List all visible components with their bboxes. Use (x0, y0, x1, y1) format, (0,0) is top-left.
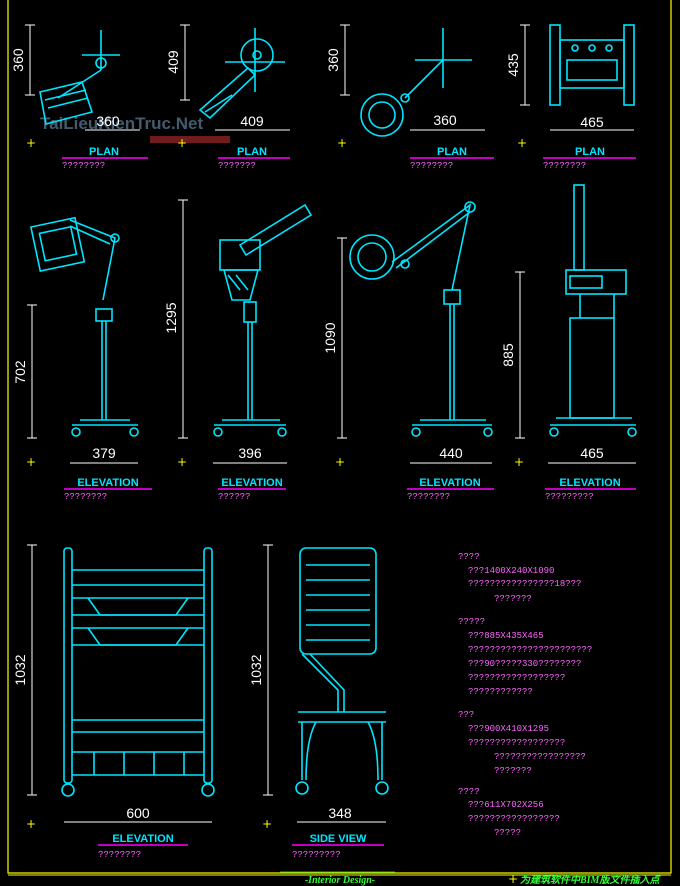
note-line: ??? (458, 710, 474, 720)
plan-4-height-dimension: 435 (505, 53, 521, 77)
elevation-3-caption: ELEVATION (419, 477, 480, 489)
notes-block: ???? ???1400X240X1090 ????????????????18… (458, 552, 592, 838)
note-line: ???90?????330???????? (468, 659, 581, 669)
side-view-insert-marker: + (262, 817, 272, 831)
elevation-2-width-dimension: 396 (238, 445, 262, 461)
elevation-4-width-dimension: 465 (580, 445, 604, 461)
elevation-5-caption: ELEVATION (112, 833, 173, 845)
plan-view-2-drawing (198, 28, 285, 120)
watermark: TaiLieuKienTruc.Net (40, 114, 203, 133)
elevation-2-insert-marker: + (177, 455, 187, 469)
elevation-3-width-dimension: 440 (439, 445, 463, 461)
elevation-1-insert-marker: + (26, 455, 36, 469)
side-view-width-dimension: 348 (328, 805, 352, 821)
footer-right-note: 为建筑软件中BIM版文件插入点 (520, 874, 661, 886)
elevation-2-caption: ELEVATION (221, 477, 282, 489)
elevation-1-width-dimension: 379 (92, 445, 116, 461)
elevation-2-height-dimension: 1295 (163, 302, 179, 333)
plan-3-subtitle: ???????? (410, 161, 453, 171)
elevation-4-subtitle: ????????? (545, 492, 594, 502)
elevation-dimension-lines (27, 199, 636, 464)
elevation-1-caption: ELEVATION (77, 477, 138, 489)
plan-2-insert-marker: + (177, 136, 187, 150)
note-line: ??????? (494, 594, 532, 604)
elevation-view-1-drawing (29, 216, 139, 437)
plan-1-width-dimension: 360 (96, 113, 120, 129)
note-line: ???? (458, 787, 480, 797)
plan-view-3-drawing (360, 28, 472, 137)
elevation-view-5-drawing (61, 547, 215, 797)
elevation-2-subtitle: ?????? (218, 492, 250, 502)
bottom-dimension-lines (27, 544, 386, 823)
note-line: ????????????????18??? (468, 579, 581, 589)
plan-3-width-dimension: 360 (433, 112, 457, 128)
plan-view-1-drawing (39, 30, 120, 125)
note-line: ???900X410X1295 (468, 724, 549, 734)
elevation-view-4-drawing (549, 184, 637, 437)
note-line: ????? (494, 828, 521, 838)
note-line: ???611X702X256 (468, 800, 544, 810)
elevation-3-insert-marker: + (335, 455, 345, 469)
elevation-1-subtitle: ???????? (64, 492, 107, 502)
plan-view-4-drawing (549, 24, 635, 106)
note-line: ???1400X240X1090 (468, 566, 554, 576)
plan-4-insert-marker: + (517, 136, 527, 150)
note-line: ???????????? (468, 687, 533, 697)
elevation-4-insert-marker: + (514, 455, 524, 469)
plan-1-insert-marker: + (26, 136, 36, 150)
note-line: ????????????????? (494, 752, 586, 762)
note-line: ?????????????????? (468, 673, 565, 683)
elevation-5-subtitle: ???????? (98, 850, 141, 860)
elevation-view-2-drawing (213, 203, 313, 437)
plan-3-insert-marker: + (337, 136, 347, 150)
side-view-caption: SIDE VIEW (310, 833, 367, 845)
note-line: ???885X435X465 (468, 631, 544, 641)
plan-4-width-dimension: 465 (580, 114, 604, 130)
side-view-height-dimension: 1032 (248, 654, 264, 685)
footer-center-title: -Interior Design- (305, 875, 375, 886)
note-line: ????? (458, 617, 485, 627)
plan-dimension-lines (25, 24, 634, 131)
plan-3-caption: PLAN (437, 146, 467, 158)
note-line: ??????? (494, 766, 532, 776)
watermark-stripe (150, 136, 230, 143)
note-line: ?????????????????? (468, 738, 565, 748)
side-view-drawing (295, 547, 389, 795)
elevation-4-height-dimension: 885 (500, 343, 516, 367)
plan-2-height-dimension: 409 (165, 50, 181, 74)
drawing-frame (7, 0, 672, 874)
elevation-5-width-dimension: 600 (126, 805, 150, 821)
elevation-4-caption: ELEVATION (559, 477, 620, 489)
elevation-5-insert-marker: + (26, 817, 36, 831)
note-line: ???? (458, 552, 480, 562)
plan-2-caption: PLAN (237, 146, 267, 158)
elevation-3-subtitle: ???????? (407, 492, 450, 502)
plan-4-caption: PLAN (575, 146, 605, 158)
plan-1-subtitle: ???????? (62, 161, 105, 171)
elevation-1-height-dimension: 702 (12, 360, 28, 384)
elevation-view-3-drawing (349, 201, 493, 437)
note-line: ??????????????????????? (468, 645, 592, 655)
side-view-subtitle: ????????? (292, 850, 341, 860)
plan-3-height-dimension: 360 (325, 48, 341, 72)
plan-2-subtitle: ??????? (218, 161, 256, 171)
elevation-5-height-dimension: 1032 (12, 654, 28, 685)
plan-1-caption: PLAN (89, 146, 119, 158)
plan-2-width-dimension: 409 (240, 113, 264, 129)
footer-insert-marker: + (508, 872, 518, 886)
note-line: ????????????????? (468, 814, 560, 824)
plan-1-height-dimension: 360 (10, 48, 26, 72)
elevation-3-height-dimension: 1090 (322, 322, 338, 353)
plan-4-subtitle: ???????? (543, 161, 586, 171)
